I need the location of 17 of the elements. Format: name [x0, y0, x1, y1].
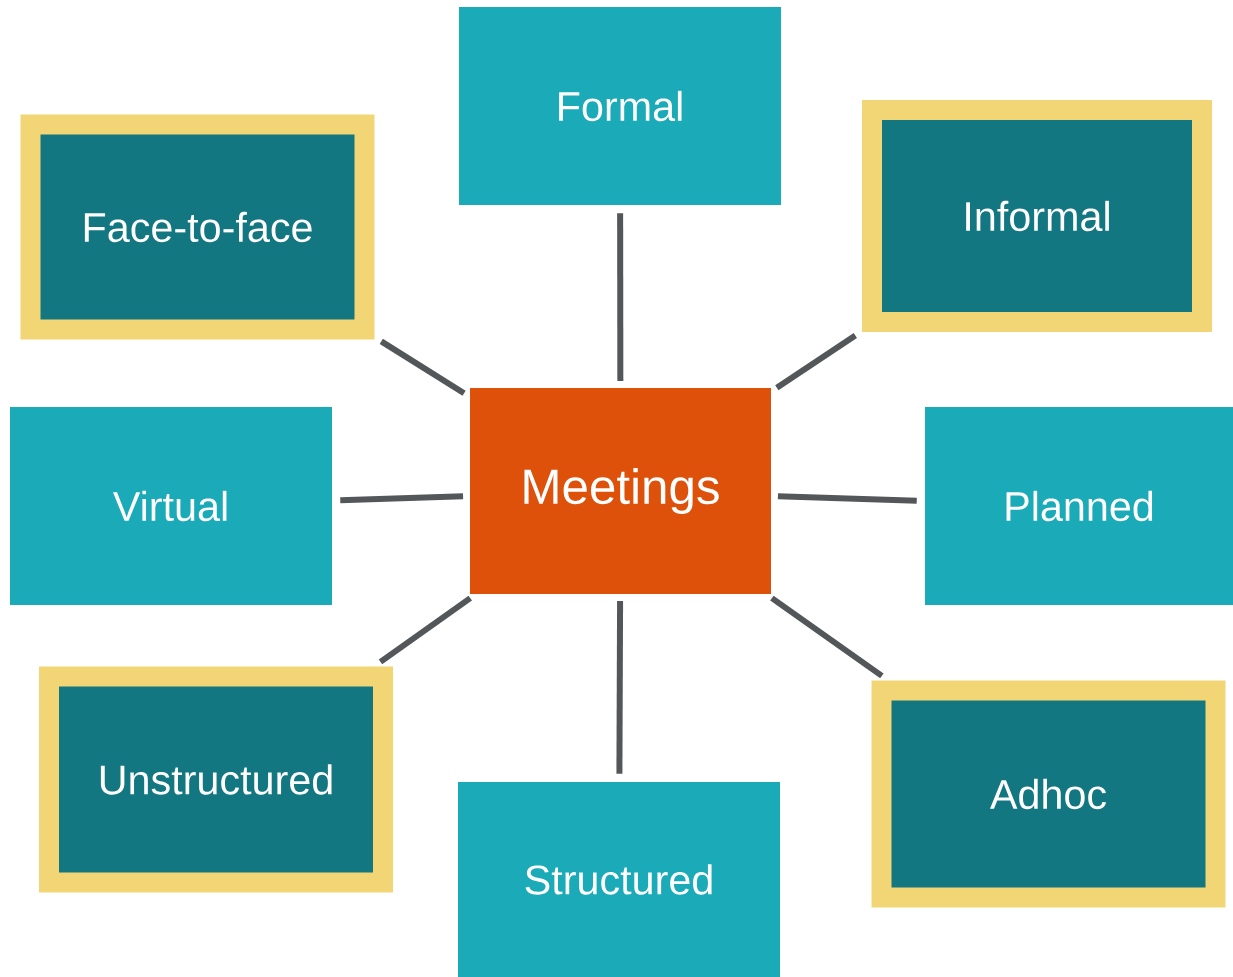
connector-line [617, 213, 624, 382]
connector-line [616, 600, 624, 774]
connector-line [770, 595, 884, 679]
connector-line [379, 338, 466, 396]
highlighted-topic-box: Unstructured [39, 666, 393, 893]
connector-line [378, 595, 472, 665]
highlighted-topic-box: Adhoc [871, 680, 1226, 908]
connector-line [775, 333, 857, 391]
central-box: Meetings [470, 388, 771, 594]
highlighted-topic-box: Informal [862, 100, 1212, 332]
topic-box: Virtual [10, 407, 332, 605]
highlighted-topic-box: Face-to-face [20, 114, 375, 340]
topic-box: Planned [925, 407, 1233, 605]
connector-line [777, 493, 917, 504]
topic-box: Formal [459, 7, 781, 205]
connector-line [340, 493, 464, 504]
topic-box: Structured [458, 782, 780, 977]
